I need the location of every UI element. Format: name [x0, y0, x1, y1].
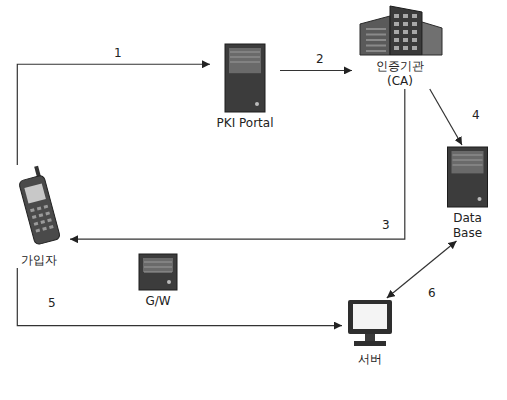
- phone-icon-part: [40, 220, 45, 224]
- server-icon-part: [255, 102, 259, 106]
- building-icon-part: [403, 14, 408, 18]
- building-icon-part: [390, 6, 422, 55]
- building-icon-part: [412, 30, 417, 34]
- phone-icon-part: [45, 211, 50, 215]
- building-icon: [352, 2, 448, 57]
- phone-icon-part: [42, 227, 47, 231]
- flow-arrow: [280, 70, 352, 71]
- phone-icon-part: [16, 165, 61, 245]
- building-icon-part: [412, 14, 417, 18]
- server-icon-part: [144, 267, 172, 268]
- step-number: 6: [426, 286, 438, 300]
- server-icon-part: [225, 44, 265, 112]
- building-icon-part: [403, 38, 408, 42]
- node-label: Data Base: [446, 211, 490, 241]
- server-icon: [440, 145, 495, 209]
- server-icon-part: [230, 57, 260, 58]
- flow-arrow: [17, 268, 342, 326]
- server-icon-part: [453, 155, 483, 156]
- building-icon-part: [422, 22, 442, 55]
- phone-icon-part: [24, 183, 46, 203]
- phone-icon-part: [34, 222, 39, 226]
- node-label: 서버: [358, 352, 382, 367]
- flow-arrow: [17, 64, 210, 165]
- server-icon: [135, 252, 181, 292]
- phone-icon-part: [35, 229, 40, 233]
- node-label: PKI Portal: [217, 116, 274, 131]
- phone-icon-part: [49, 225, 54, 229]
- building-icon-part: [394, 14, 399, 18]
- building-icon-part: [394, 22, 399, 26]
- building-icon-part: [403, 30, 408, 34]
- server-icon-part: [143, 258, 173, 272]
- server-icon: [210, 42, 280, 114]
- step-number: 5: [46, 296, 58, 310]
- server-icon-part: [139, 254, 177, 290]
- gateway-server: G/W: [135, 252, 181, 309]
- building-icon-part: [366, 45, 386, 47]
- server-icon-part: [230, 62, 260, 63]
- building-icon-part: [394, 30, 399, 34]
- monitor-icon-part: [348, 300, 392, 334]
- flow-arrow: [430, 89, 462, 145]
- phone-icon-part: [30, 208, 35, 212]
- building-icon-part: [394, 46, 399, 50]
- step-number: 1: [112, 46, 124, 60]
- node-label: 인증기관 (CA): [369, 59, 431, 89]
- monitor-icon-part: [354, 341, 386, 346]
- step-number: 2: [314, 52, 326, 66]
- building-icon-part: [412, 38, 417, 42]
- phone-icon-part: [37, 207, 42, 211]
- building-icon-part: [366, 28, 386, 30]
- subscriber-phone: 가입자: [8, 165, 70, 268]
- server-icon-part: [453, 160, 483, 161]
- phone-icon-part: [47, 218, 52, 222]
- step-number: 3: [380, 218, 392, 232]
- node-label: G/W: [145, 294, 170, 309]
- monitor-icon-part: [353, 304, 387, 329]
- flow-arrow: [387, 241, 457, 298]
- database-server: Data Base: [440, 145, 495, 241]
- building-icon-part: [412, 22, 417, 26]
- server-icon-part: [452, 151, 484, 173]
- portal-server: PKI Portal: [210, 42, 280, 131]
- ca-building: 인증기관 (CA): [352, 2, 448, 89]
- node-label: 가입자: [21, 253, 57, 268]
- building-icon-part: [366, 34, 386, 36]
- server-monitor: 서버: [342, 298, 398, 367]
- server-icon-part: [448, 147, 488, 207]
- building-icon-part: [394, 38, 399, 42]
- monitor-icon: [342, 298, 398, 350]
- phone-icon: [8, 165, 70, 251]
- server-icon-part: [230, 52, 260, 53]
- building-icon-part: [403, 22, 408, 26]
- server-icon-part: [478, 197, 482, 201]
- server-icon-part: [144, 262, 172, 263]
- phone-icon-part: [18, 175, 60, 245]
- phone-icon-part: [39, 213, 44, 217]
- building-icon-part: [360, 16, 390, 55]
- building-icon-part: [403, 46, 408, 50]
- server-icon-part: [167, 280, 171, 284]
- server-icon-part: [229, 48, 261, 73]
- building-icon-part: [412, 46, 417, 50]
- phone-icon-part: [44, 205, 49, 209]
- server-icon-part: [144, 272, 172, 273]
- building-icon-part: [366, 39, 386, 41]
- step-number: 4: [470, 108, 482, 122]
- phone-icon-part: [32, 215, 37, 219]
- building-icon-part: [366, 50, 386, 52]
- monitor-icon-part: [365, 334, 375, 341]
- server-icon-part: [453, 165, 483, 166]
